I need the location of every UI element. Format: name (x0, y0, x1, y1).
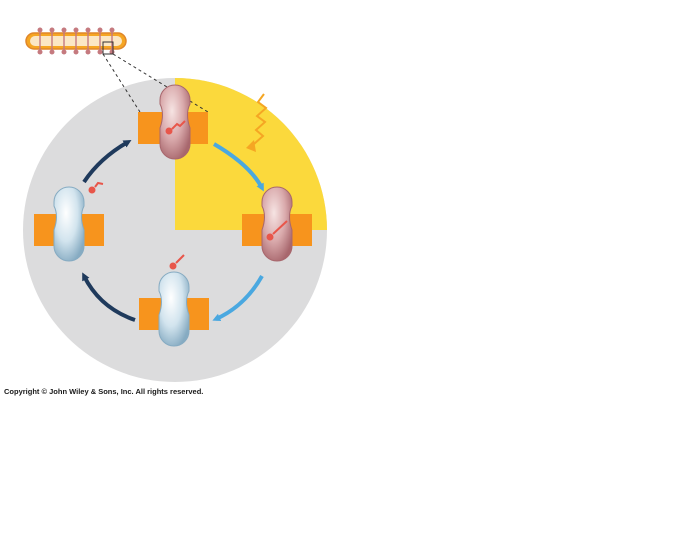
opsin-bottom (139, 254, 209, 347)
copyright-notice: Copyright © John Wiley & Sons, Inc. All … (4, 387, 204, 396)
rod-cell-icon (25, 27, 127, 55)
light-quadrant (175, 78, 327, 230)
rhodopsin-right (242, 186, 312, 262)
cycle-arrow-icon (82, 140, 132, 184)
retinal-icon (165, 120, 186, 135)
retinal-icon (266, 220, 288, 241)
photon-icon (246, 93, 268, 152)
rhodopsin-icon (261, 186, 293, 262)
rhodopsin-icon (159, 84, 191, 160)
retinal-icon (88, 181, 104, 194)
rhodopsin-top (138, 84, 208, 160)
opsin-icon (158, 271, 190, 347)
cycle-arrow-icon (212, 142, 264, 192)
opsin-icon (53, 186, 85, 262)
opsin-left (34, 181, 104, 262)
cycle-arrow-icon (212, 275, 264, 322)
zoom-guide-lines (102, 53, 209, 113)
retinal-icon (169, 254, 185, 270)
cycle-arrow-icon (82, 272, 136, 322)
